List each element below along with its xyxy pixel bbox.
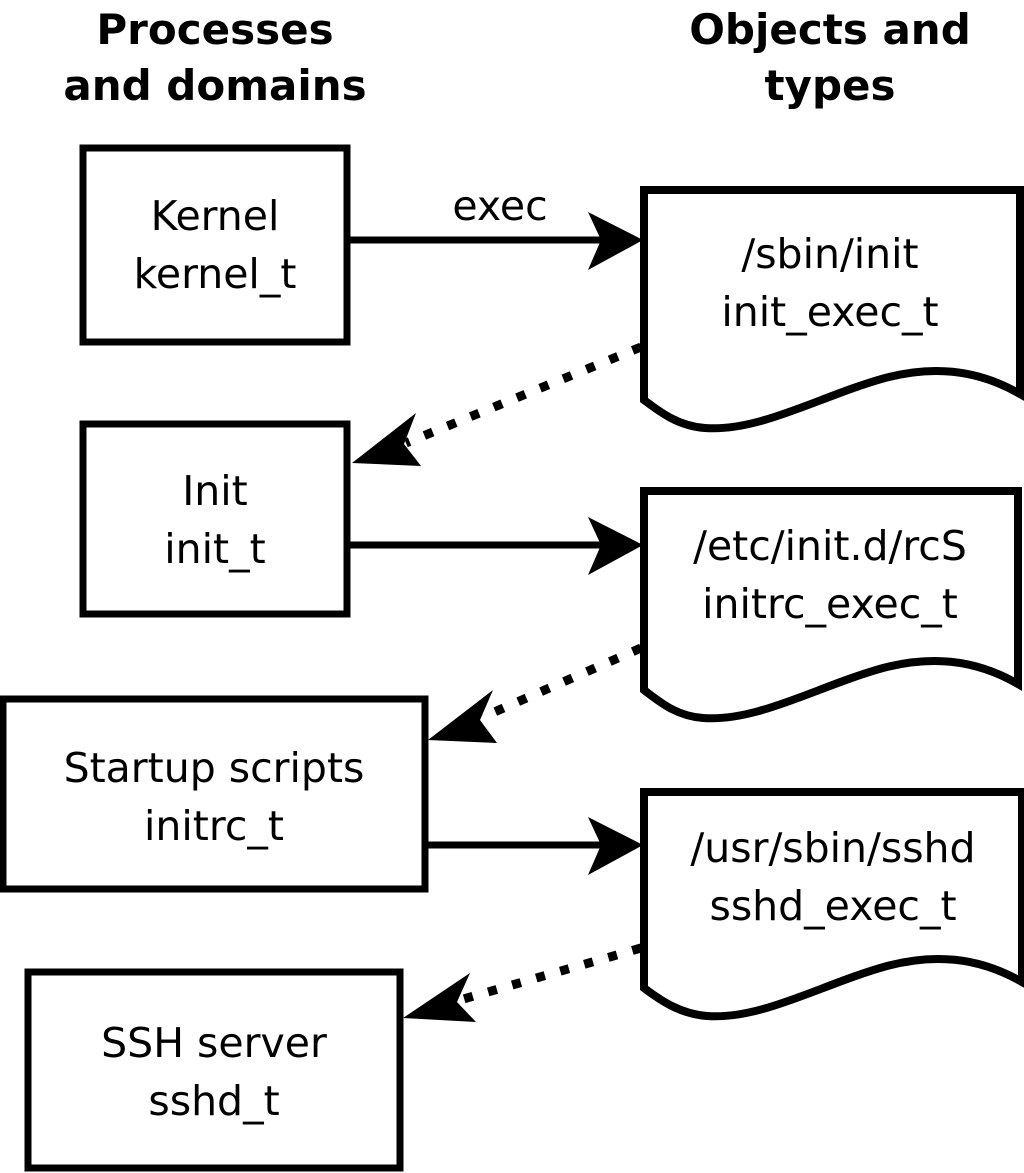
process-node-init[interactable]: Init init_t <box>79 420 351 618</box>
object-node-initrc-exec[interactable]: /etc/init.d/rcS initrc_exec_t <box>640 487 1022 723</box>
object-node-initrc-exec-type: initrc_exec_t <box>702 580 958 628</box>
edge-sshd-exec-transition-sshd-arrowhead <box>403 973 476 1022</box>
edge-initrc-exec-sshd-exec <box>425 817 643 875</box>
process-node-init-name: Init <box>182 467 248 515</box>
object-node-sshd-exec-path: /usr/sbin/sshd <box>690 824 975 872</box>
process-node-initrc-name: Startup scripts <box>64 744 365 792</box>
object-node-sshd-exec-shape <box>640 788 1024 1021</box>
edge-initrc-exec-transition-initrc-line <box>481 643 643 722</box>
process-node-kernel-shape <box>79 144 351 346</box>
object-node-sshd-exec[interactable]: /usr/sbin/sshd sshd_exec_t <box>640 788 1024 1021</box>
edge-sshd-exec-transition-sshd-line <box>458 943 643 1005</box>
object-node-init-exec-shape <box>640 186 1024 433</box>
edge-init-exec-transition-init-line <box>404 342 643 448</box>
edge-sshd-exec-transition-sshd <box>403 943 643 1022</box>
process-node-kernel-type: kernel_t <box>134 250 297 298</box>
edge-initrc-exec-transition-initrc-arrowhead <box>428 690 497 743</box>
column-header-objects: Objects and types <box>689 5 971 110</box>
process-node-kernel[interactable]: Kernel kernel_t <box>79 144 351 346</box>
process-node-init-shape <box>79 420 351 618</box>
column-header-objects-line1: Objects and <box>689 5 971 54</box>
object-node-initrc-exec-path: /etc/init.d/rcS <box>693 522 967 570</box>
edge-init-exec-initrc-exec <box>347 517 643 575</box>
object-node-init-exec-path: /sbin/init <box>741 230 918 278</box>
column-header-processes: Processes and domains <box>63 5 366 110</box>
edge-kernel-exec-init-exec-arrowhead <box>588 212 643 270</box>
object-node-initrc-exec-shape <box>640 487 1022 723</box>
column-header-processes-line2: and domains <box>63 61 366 110</box>
edge-label-exec: exec <box>452 182 547 230</box>
column-header-objects-line2: types <box>764 61 895 110</box>
object-node-sshd-exec-type: sshd_exec_t <box>709 882 956 930</box>
edge-kernel-exec-init-exec: exec <box>347 182 643 270</box>
process-node-sshd-name: SSH server <box>101 1019 327 1067</box>
object-node-init-exec-type: init_exec_t <box>721 288 938 336</box>
edge-initrc-exec-sshd-exec-arrowhead <box>588 817 643 875</box>
process-node-initrc-type: initrc_t <box>144 802 284 850</box>
object-node-init-exec[interactable]: /sbin/init init_exec_t <box>640 186 1024 433</box>
edge-init-exec-transition-init <box>352 342 643 466</box>
process-node-initrc[interactable]: Startup scripts initrc_t <box>0 695 429 893</box>
edge-init-exec-initrc-exec-arrowhead <box>588 517 643 575</box>
process-node-sshd[interactable]: SSH server sshd_t <box>24 968 404 1172</box>
process-node-sshd-type: sshd_t <box>148 1077 279 1125</box>
process-node-init-type: init_t <box>164 525 265 573</box>
process-node-kernel-name: Kernel <box>151 192 280 240</box>
process-node-initrc-shape <box>0 695 429 893</box>
edge-init-exec-transition-init-arrowhead <box>352 413 421 466</box>
edge-initrc-exec-transition-initrc <box>428 643 643 743</box>
process-node-sshd-shape <box>24 968 404 1172</box>
column-header-processes-line1: Processes <box>96 5 333 54</box>
